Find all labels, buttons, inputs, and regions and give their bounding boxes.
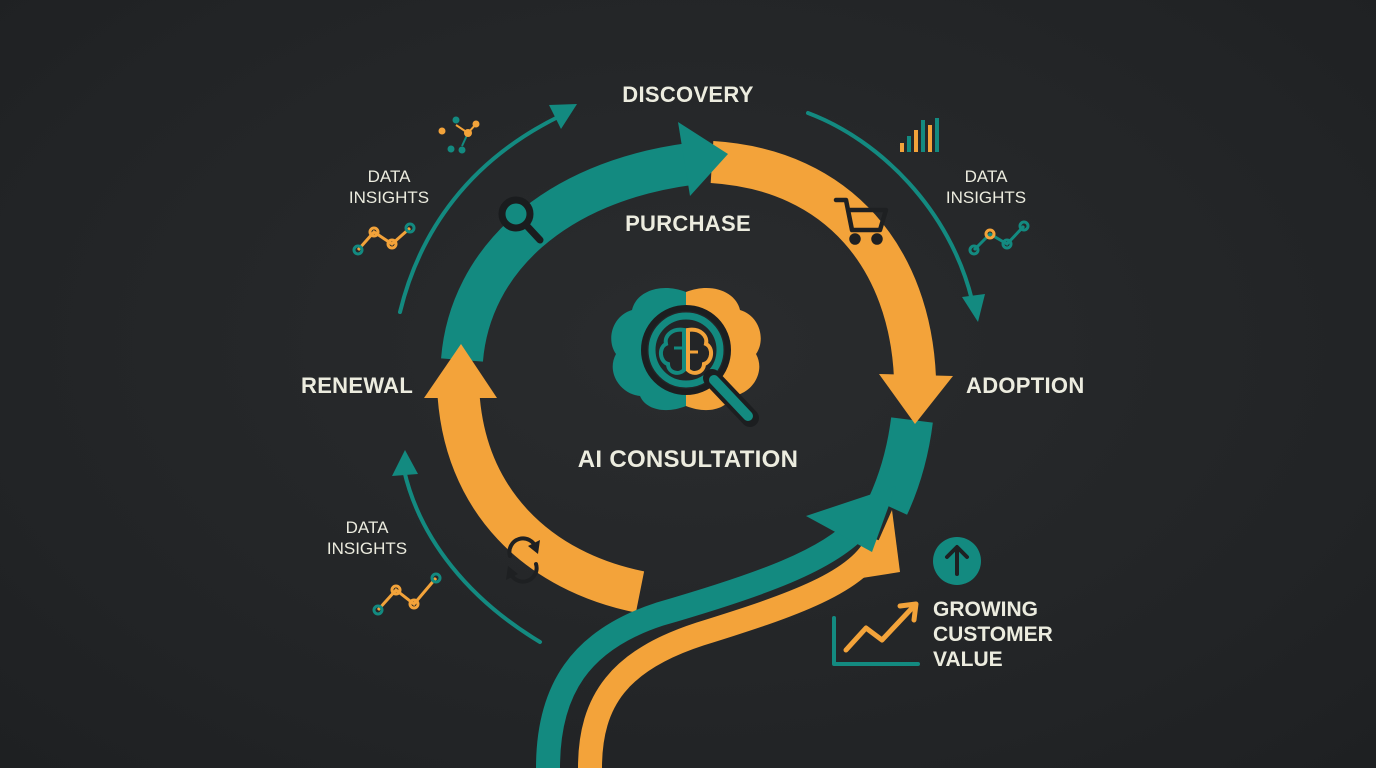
- stage-label-discovery: DISCOVERY: [622, 82, 754, 107]
- outer-guide-arcs: [398, 111, 974, 644]
- trend-line-icon-left-top: [352, 222, 416, 256]
- stage-label-adoption: ADOPTION: [966, 373, 1085, 398]
- refresh-icon: [506, 536, 540, 584]
- shopping-cart-icon: [833, 197, 889, 245]
- guide-arrowhead-top-left: [549, 104, 577, 129]
- guide-arc-bottom-left: [402, 468, 542, 644]
- insight-label-bottom-left: DATA INSIGHTS: [326, 518, 408, 558]
- growth-arrowhead-teal: [806, 486, 896, 552]
- guide-arrowhead-bottom-left: [392, 450, 418, 476]
- arrow-up-circle-icon: [933, 537, 981, 585]
- stage-label-renewal: RENEWAL: [301, 373, 414, 398]
- center-label: AI CONSULTATION: [577, 446, 799, 473]
- magnifier-icon: [498, 196, 544, 244]
- guide-arc-top-left: [398, 114, 562, 314]
- growth-ribbons: [536, 516, 890, 768]
- trend-line-icon-left-bottom: [372, 572, 442, 616]
- ring-arrowheads: [424, 122, 953, 424]
- insight-label-top-left: DATA INSIGHTS: [348, 167, 430, 207]
- trend-line-icon-right: [968, 220, 1030, 256]
- arrowhead-discovery: [678, 122, 728, 196]
- growth-chart-icon: [832, 601, 920, 666]
- arrowhead-renewal: [424, 344, 497, 398]
- growth-arrowheads: [806, 486, 900, 578]
- guide-arrowhead-top-right: [962, 294, 985, 322]
- guide-arrowheads: [392, 104, 985, 476]
- growth-ribbon-orange: [578, 534, 890, 768]
- stage-label-purchase: PURCHASE: [625, 211, 751, 236]
- growth-arrowhead-orange: [862, 510, 900, 578]
- ring-orange-left: [437, 383, 645, 613]
- growth-ribbon-teal: [536, 516, 870, 768]
- bar-chart-icon: [900, 118, 939, 152]
- arrowhead-adoption: [879, 374, 953, 424]
- guide-arc-top-right: [806, 111, 974, 302]
- brain-magnifier-icon: [611, 288, 761, 427]
- network-nodes-icon: [438, 116, 480, 154]
- growth-label: GROWING CUSTOMER VALUE: [933, 598, 1053, 671]
- insight-label-top-right: DATA INSIGHTS: [945, 167, 1027, 207]
